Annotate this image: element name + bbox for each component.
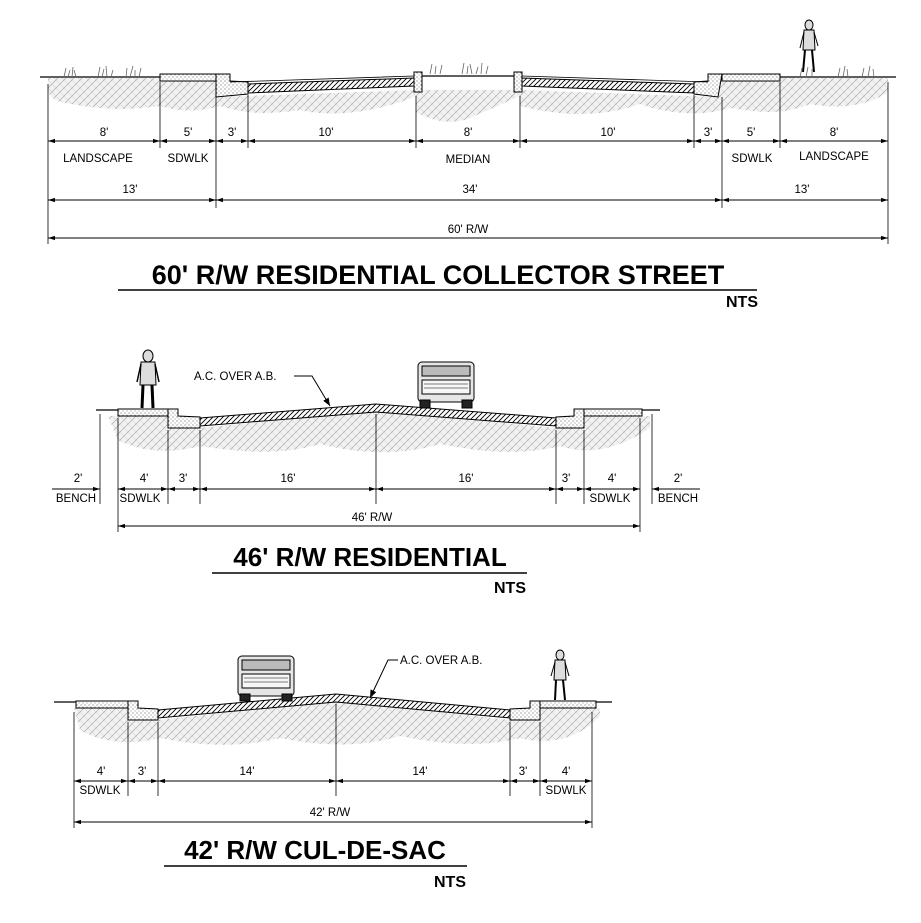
soil-mass	[108, 410, 650, 453]
zone-label-sidewalk: SDWLK	[168, 153, 209, 165]
dim-label: 4'	[608, 473, 617, 485]
total-label: 46' R/W	[352, 512, 393, 524]
total-label: 42' R/W	[310, 807, 351, 819]
zone-label-sidewalk: SDWLK	[590, 493, 631, 505]
curb	[167, 408, 201, 429]
zone-label-landscape: LANDSCAPE	[63, 153, 133, 165]
dim-label: 8'	[464, 127, 473, 139]
scale-note: NTS	[726, 294, 758, 311]
curb	[509, 700, 541, 721]
residential-section: A.C. OVER A.B. 2' 4' 3'	[52, 349, 700, 597]
pavement-right	[521, 77, 695, 94]
zone-label-bench: BENCH	[56, 493, 96, 505]
extension-lines	[99, 414, 653, 532]
scale-note: NTS	[494, 580, 526, 597]
road-crown-line	[229, 75, 709, 83]
zone-label-bench: BENCH	[658, 493, 698, 505]
section-title: 46' R/W RESIDENTIAL	[233, 542, 507, 572]
curb	[555, 408, 585, 429]
soil-mass	[74, 700, 600, 745]
pavement	[157, 693, 511, 719]
dimension-labels-row1: 8' 5' 3' 10' 8' 10' 3' 5' 8'	[100, 127, 839, 139]
collector-section: 8' 5' 3' 10' 8' 10' 3' 5' 8' LANDSCAPE S…	[40, 19, 896, 311]
grass-tufts	[63, 62, 875, 78]
dim-label: 14'	[240, 766, 255, 778]
zone-label-sidewalk: SDWLK	[546, 785, 587, 797]
pavement	[199, 403, 557, 427]
dim-label: 2'	[674, 473, 683, 485]
dim-label: 3'	[228, 127, 237, 139]
dim-label: 14'	[413, 766, 428, 778]
dim-label: 16'	[281, 473, 296, 485]
pedestrian-figure	[799, 19, 819, 73]
dim-label: 3'	[562, 473, 571, 485]
sidewalk-slab	[721, 73, 781, 82]
dim-label: 3'	[179, 473, 188, 485]
zone-labels: BENCH SDWLK SDWLK BENCH	[56, 493, 698, 505]
dim-label: 13'	[123, 184, 138, 196]
dim-label: 5'	[747, 127, 756, 139]
note-leader	[369, 659, 398, 699]
sidewalk-slab	[117, 408, 169, 417]
sidewalk-slab	[539, 700, 597, 709]
dim-label: 10'	[601, 127, 616, 139]
zone-label-landscape: LANDSCAPE	[799, 151, 869, 163]
zone-labels: LANDSCAPE SDWLK MEDIAN SDWLK LANDSCAPE	[63, 151, 869, 166]
zone-label-median: MEDIAN	[446, 154, 491, 166]
zone-label-sidewalk: SDWLK	[120, 493, 161, 505]
median-curb	[413, 71, 423, 93]
curb	[127, 700, 159, 721]
dim-label: 3'	[704, 127, 713, 139]
dim-label: 3'	[138, 766, 147, 778]
scale-note: NTS	[434, 874, 466, 891]
material-note: A.C. OVER A.B.	[400, 655, 482, 667]
dim-label: 5'	[184, 127, 193, 139]
median-curb	[513, 71, 523, 93]
dim-label: 34'	[463, 184, 478, 196]
culdesac-section: A.C. OVER A.B. 4' 3' 14' 14' 3' 4'	[54, 649, 612, 891]
vehicle-figure	[417, 361, 475, 409]
zone-label-sidewalk: SDWLK	[80, 785, 121, 797]
total-label: 60' R/W	[448, 224, 489, 236]
dim-label: 3'	[519, 766, 528, 778]
dim-label: 4'	[140, 473, 149, 485]
zone-labels: SDWLK SDWLK	[80, 785, 587, 797]
vehicle-figure	[237, 655, 295, 702]
zone-label-sidewalk: SDWLK	[732, 153, 773, 165]
material-note: A.C. OVER A.B.	[194, 371, 276, 383]
section-title: 42' R/W CUL-DE-SAC	[184, 835, 446, 865]
dim-label: 13'	[795, 184, 810, 196]
pedestrian-figure	[136, 349, 160, 409]
dim-label: 4'	[562, 766, 571, 778]
curb	[215, 73, 249, 98]
sidewalk-slab	[583, 408, 643, 417]
sidewalk-slab	[75, 700, 129, 709]
dim-label: 8'	[100, 127, 109, 139]
dim-label: 4'	[97, 766, 106, 778]
dimension-labels-row1: 2' 4' 3' 16' 16' 3' 4' 2'	[74, 473, 683, 485]
soil-mass	[48, 78, 888, 122]
dim-label: 10'	[319, 127, 334, 139]
curb	[693, 73, 723, 98]
sidewalk-slab	[159, 73, 217, 82]
note-leader	[294, 375, 331, 407]
dimension-labels-row1: 4' 3' 14' 14' 3' 4'	[97, 766, 571, 778]
dim-label: 2'	[74, 473, 83, 485]
dim-label: 8'	[830, 127, 839, 139]
dim-label: 16'	[459, 473, 474, 485]
pedestrian-figure	[550, 649, 570, 701]
section-title: 60' R/W RESIDENTIAL COLLECTOR STREET	[152, 260, 725, 290]
